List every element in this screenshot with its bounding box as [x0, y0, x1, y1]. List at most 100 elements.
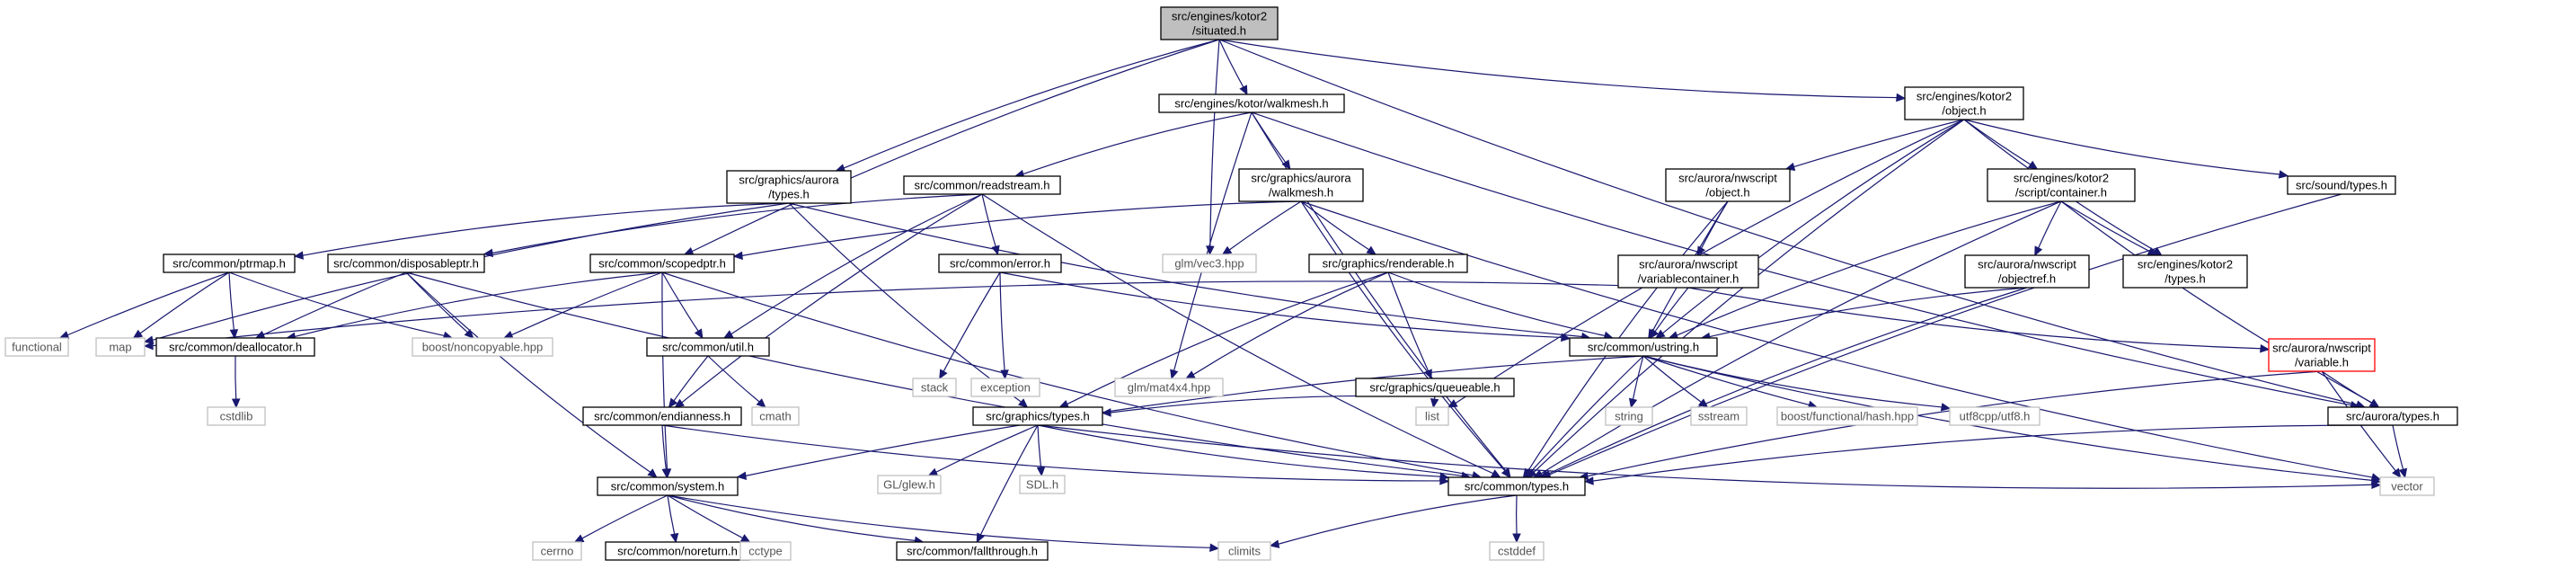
node-noreturn[interactable]: src/common/noreturn.h [605, 541, 750, 561]
node-label: src/graphics/types.h [986, 410, 1090, 423]
edge-walkmesh_k-to-c_types [1251, 111, 1511, 479]
node-label: glm/mat4x4.hpp [1128, 381, 1211, 395]
edge-g_walkmesh-to-scopedptr [732, 200, 1302, 261]
edge-situated-to-glm_vec3 [1206, 39, 1220, 256]
node-object-k2[interactable]: src/engines/kotor2/object.h [1904, 86, 2024, 120]
node-queueable[interactable]: src/graphics/queueable.h [1355, 378, 1515, 397]
node-label: cctype [748, 545, 783, 558]
node-walkmesh-k[interactable]: src/engines/kotor/walkmesh.h [1158, 93, 1345, 113]
node-objectref[interactable]: src/aurora/nwscript/objectref.h [1964, 254, 2090, 289]
node-label: src/common/fallthrough.h [907, 545, 1038, 558]
node-deallocator[interactable]: src/common/deallocator.h [155, 337, 315, 357]
node-label: list [1425, 410, 1439, 423]
node-util[interactable]: src/common/util.h [646, 337, 770, 357]
node-g-walkmesh[interactable]: src/graphics/aurora/walkmesh.h [1238, 168, 1364, 202]
node-label: cstddef [1498, 545, 1536, 558]
edge-scopedptr-to-util [661, 271, 704, 340]
edge-varcontainer-to-variable [1687, 287, 2271, 353]
node-nws-object[interactable]: src/aurora/nwscript/object.h [1665, 168, 1791, 202]
node-label: cmath [759, 410, 791, 423]
node-fallthrough[interactable]: src/common/fallthrough.h [896, 541, 1049, 561]
node-label: src/common/util.h [662, 341, 754, 354]
edge-ustring-to-string [1628, 355, 1644, 409]
edge-gfx_types-to-glew [927, 424, 1039, 476]
edge-gfx_types-to-c_types [1037, 424, 1450, 481]
node-label: src/common/endianness.h [594, 410, 730, 423]
edge-renderable-to-queueable [1387, 271, 1432, 380]
edge-queueable-to-list [1430, 396, 1439, 409]
node-label: /objectref.h [1998, 272, 2056, 286]
edge-gfx_types-to-vector [1037, 424, 2382, 490]
node-cerrno: cerrno [532, 541, 582, 561]
node-list: list [1415, 406, 1449, 426]
edge-scopedptr-to-deallocator [286, 271, 663, 342]
node-ustring[interactable]: src/common/ustring.h [1569, 337, 1718, 357]
node-label: /types.h [768, 188, 810, 201]
edge-ptrmap-to-deallocator [228, 271, 239, 340]
node-c-types[interactable]: src/common/types.h [1447, 476, 1586, 496]
node-stack: stack [912, 378, 957, 397]
edge-readstream-to-error [981, 193, 1000, 256]
node-ptrmap[interactable]: src/common/ptrmap.h [163, 253, 296, 273]
node-sound-types[interactable]: src/sound/types.h [2287, 175, 2396, 195]
node-label: sstream [1698, 410, 1739, 423]
edge-ustring-to-c_types [1524, 355, 1644, 478]
node-glm-mat4: glm/mat4x4.hpp [1114, 378, 1224, 397]
edge-util-to-cmath [707, 355, 766, 408]
node-label: src/common/disposableptr.h [333, 257, 479, 271]
node-noncopyable: boost/noncopyable.hpp [412, 337, 553, 357]
node-renderable[interactable]: src/graphics/renderable.h [1308, 253, 1468, 273]
node-label: src/engines/kotor2 [2014, 172, 2109, 185]
edge-g_walkmesh-to-c_types [1300, 200, 1511, 478]
node-situated[interactable]: src/engines/kotor2/situated.h [1160, 6, 1279, 40]
edge-container-to-a_types [2060, 200, 2380, 408]
edge-walkmesh_k-to-glm_mat4 [1170, 111, 1253, 380]
node-label: SDL.h [1026, 478, 1058, 492]
node-label: src/common/error.h [950, 257, 1050, 271]
edge-system-to-climits [667, 494, 1220, 553]
node-a-types[interactable]: src/aurora/types.h [2327, 406, 2458, 426]
node-scopedptr[interactable]: src/common/scopedptr.h [589, 253, 735, 273]
edge-object_k2-to-list [1447, 119, 1965, 408]
edge-g_walkmesh-to-glm_vec3 [1221, 200, 1302, 255]
node-label: src/sound/types.h [2296, 179, 2387, 192]
node-sdl: SDL.h [1019, 475, 1066, 494]
node-label: /variable.h [2295, 356, 2349, 369]
node-variable[interactable]: src/aurora/nwscript/variable.h [2268, 338, 2376, 372]
node-varcontainer[interactable]: src/aurora/nwscript/variablecontainer.h [1617, 254, 1759, 289]
node-container[interactable]: src/engines/kotor2/script/container.h [1987, 168, 2136, 202]
node-system[interactable]: src/common/system.h [597, 476, 739, 496]
node-readstream[interactable]: src/common/readstream.h [903, 175, 1061, 195]
node-label: src/common/ustring.h [1588, 341, 1699, 354]
edge-ustring-to-sstream [1642, 355, 1709, 408]
edge-situated-to-walkmesh_k [1218, 39, 1248, 96]
node-disposableptr[interactable]: src/common/disposableptr.h [327, 253, 485, 273]
node-glm-vec3: glm/vec3.hpp [1162, 253, 1257, 273]
node-gfx-types[interactable]: src/graphics/types.h [972, 406, 1103, 426]
edge-error-to-exception [999, 271, 1009, 380]
node-label: /variablecontainer.h [1638, 272, 1739, 286]
node-error[interactable]: src/common/error.h [938, 253, 1062, 273]
node-exception: exception [970, 378, 1040, 397]
edge-disposableptr-to-c_types [405, 271, 1472, 480]
edge-system-to-cerrno [573, 494, 668, 543]
edge-aurora_types-to-gfx_types [788, 202, 1029, 408]
edge-c_types-to-climits [1269, 494, 1518, 548]
node-k2-types[interactable]: src/engines/kotor2/types.h [2122, 254, 2248, 289]
edge-error-to-ustring [999, 271, 1571, 342]
node-label: utf8cpp/utf8.h [1960, 410, 2031, 423]
node-label: src/aurora/nwscript [1978, 258, 2076, 271]
node-endianness[interactable]: src/common/endianness.h [582, 406, 742, 426]
node-label: src/engines/kotor2 [2138, 258, 2233, 271]
node-label: /object.h [1942, 104, 1986, 118]
edge-endianness-to-system [661, 424, 671, 479]
node-label: stack [921, 381, 949, 395]
edge-error-to-stack [939, 271, 1001, 380]
node-aurora-types[interactable]: src/graphics/aurora/types.h [726, 170, 852, 204]
node-functional: functional [4, 337, 69, 357]
edge-g_walkmesh-to-vector [1300, 200, 2382, 482]
node-label: src/graphics/aurora [1251, 172, 1351, 185]
edge-system-to-fallthrough [667, 494, 925, 545]
edge-disposableptr-to-system [405, 271, 658, 478]
